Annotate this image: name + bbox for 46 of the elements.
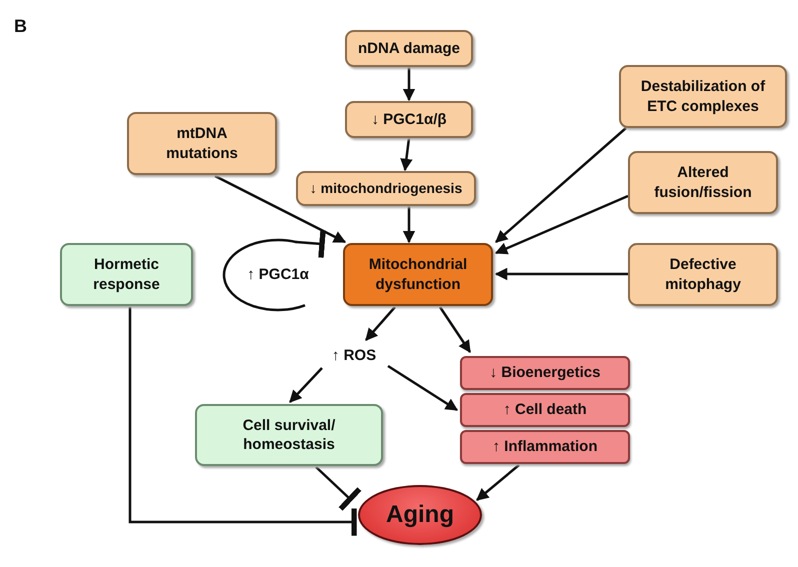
process-box [619,65,787,128]
arrow [476,464,520,501]
arrow [214,174,346,244]
arrow [494,268,628,280]
box-label: ↓ mitochondriogenesis [308,179,464,198]
inhibition-line [315,466,362,511]
process-box [296,171,476,206]
process-box [343,243,493,306]
process-box [345,30,473,67]
box-label: ↑ Cell death [502,400,588,420]
arrow [494,194,628,254]
inhibition-line [296,230,326,258]
process-box [628,151,778,214]
box-label: nDNA damage [357,38,461,58]
box-label: mtDNA mutations [165,124,239,163]
box-label: ↑ Inflammation [491,437,598,457]
node-label: ↑ ROS [322,343,386,367]
arrow [402,67,416,102]
arrow [289,367,323,403]
box-label: ↓ PGC1α/β [370,110,448,130]
process-box [628,243,778,306]
box-label: Defective mitophagy [664,255,742,294]
box-label: Hormetic response [92,255,161,294]
process-box [345,101,473,138]
arrow [365,306,396,341]
arrow [402,206,416,244]
box-label: Mitochondrial dysfunction [368,255,468,294]
arrow [387,364,458,412]
box-label: ↑ PGC1α [246,265,310,285]
process-box [460,430,630,464]
panel-label: B [14,16,27,37]
process-box [195,404,383,466]
box-label: Altered fusion/fission [653,163,753,202]
arrow [438,306,472,354]
inhibition-line [128,307,357,536]
arrow [495,127,627,243]
process-box [60,243,193,306]
box-label: Destabilization of ETC complexes [640,77,766,116]
process-box [460,356,630,390]
process-box [127,112,277,175]
box-label: ↓ Bioenergetics [488,363,602,383]
box-label: Aging [385,500,455,530]
outcome-ellipse [358,485,482,545]
process-box [460,393,630,427]
box-label: Cell survival/ homeostasis [242,416,336,454]
arrow [400,138,413,172]
